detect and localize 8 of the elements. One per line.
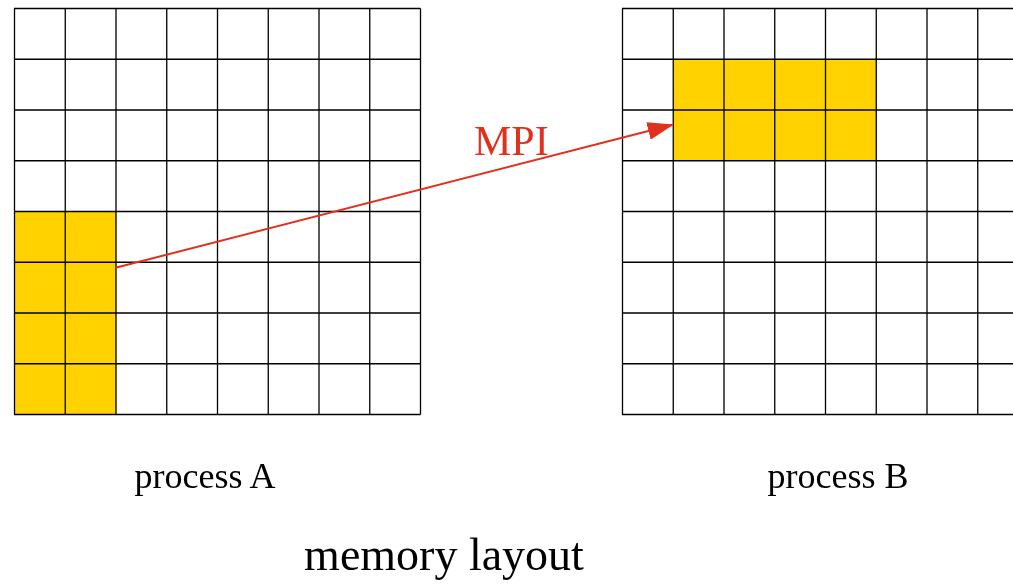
arrow (114, 122, 674, 269)
memory-grid (622, 8, 1013, 414)
caption: memory layout (304, 528, 584, 581)
memory-grid (14, 8, 420, 414)
grid-caption: process A (134, 455, 276, 497)
grid-caption: process B (767, 455, 909, 497)
highlighted-block (14, 211, 116, 414)
highlighted-block (672, 58, 876, 161)
